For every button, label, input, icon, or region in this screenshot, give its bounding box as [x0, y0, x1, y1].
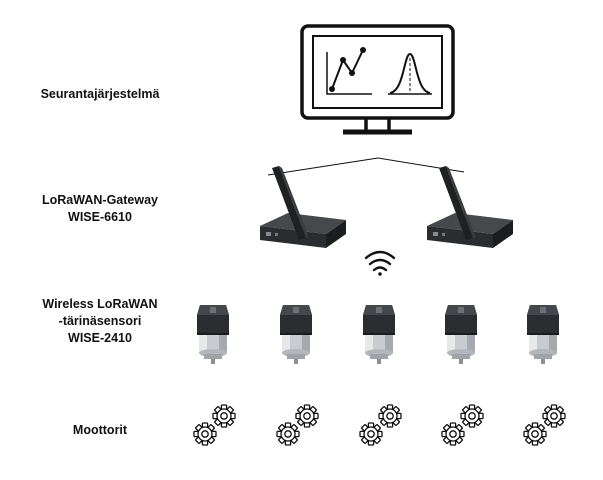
- label-line: LoRaWAN-Gateway: [42, 193, 158, 207]
- vibration-sensor-icon: [363, 305, 395, 364]
- gears-icon: [194, 405, 235, 445]
- connection-line: [377, 157, 465, 173]
- connection-line: [267, 157, 379, 176]
- label-line: Wireless LoRaWAN: [42, 297, 158, 311]
- gears-icon: [360, 405, 401, 445]
- label-line: WISE-2410: [68, 331, 132, 345]
- label-motors: Moottorit: [10, 422, 190, 439]
- gears-icon: [277, 405, 318, 445]
- wifi-signal-icon: [364, 250, 396, 276]
- label-line: WISE-6610: [68, 210, 132, 224]
- lorawan-gateway-icon: [427, 166, 513, 248]
- label-gateway: LoRaWAN-Gateway WISE-6610: [10, 192, 190, 226]
- vibration-sensor-icon: [445, 305, 477, 364]
- label-monitoring-system: Seurantajärjestelmä: [10, 86, 190, 103]
- monitor-with-charts-icon: [300, 24, 455, 135]
- vibration-sensor-icon: [527, 305, 559, 364]
- vibration-sensor-icon: [280, 305, 312, 364]
- gears-icon: [524, 405, 565, 445]
- label-line: -tärinäsensori: [58, 314, 142, 328]
- vibration-sensor-icon: [197, 305, 229, 364]
- distribution-chart-icon: [388, 52, 432, 95]
- gears-icon: [442, 405, 483, 445]
- lorawan-gateway-icon: [260, 166, 346, 248]
- line-chart-icon: [326, 47, 372, 95]
- label-line: Moottorit: [72, 423, 128, 437]
- label-sensor: Wireless LoRaWAN -tärinäsensori WISE-241…: [10, 296, 190, 347]
- label-line: Seurantajärjestelmä: [40, 87, 160, 101]
